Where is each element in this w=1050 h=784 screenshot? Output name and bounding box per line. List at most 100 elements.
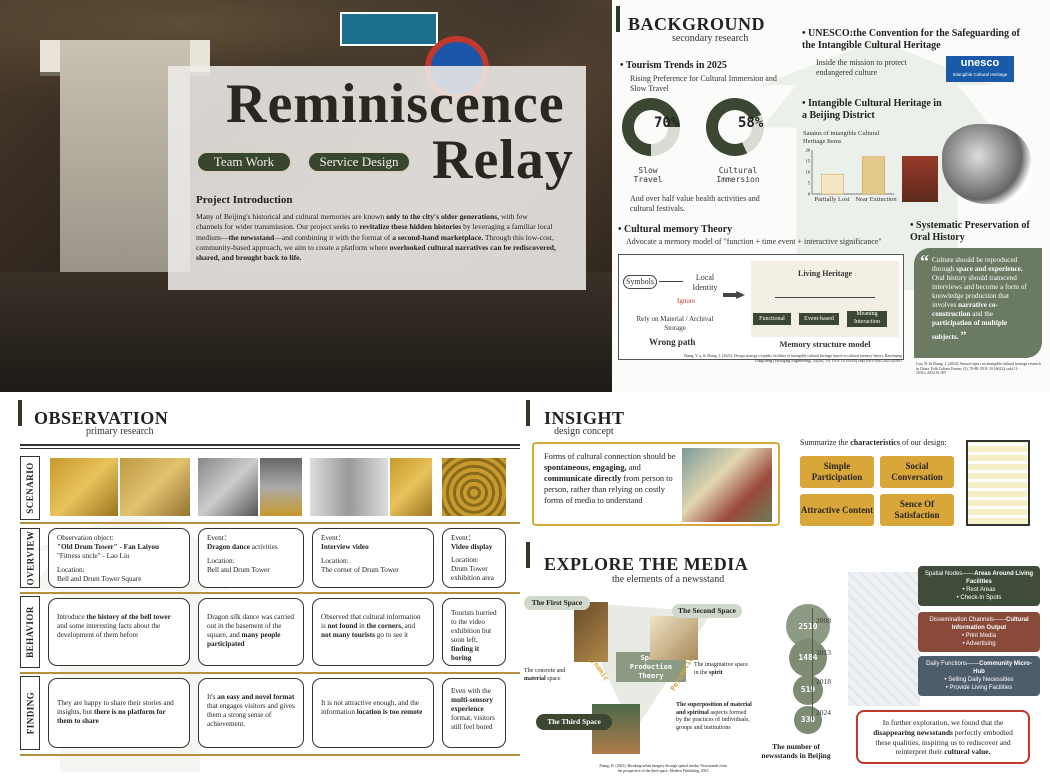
scenario-photo-4	[260, 458, 302, 516]
scenario-photo-7	[442, 458, 506, 516]
insight-photo	[682, 448, 772, 522]
map-image	[848, 572, 920, 706]
behavior-card-4: Tourists hurried to the video exhibition…	[442, 598, 506, 666]
func-spatial: Spatial Nodes——Areas Around Living Facil…	[918, 566, 1040, 607]
ich-x2: Near Extinction	[855, 196, 897, 203]
year-2008: 2008	[816, 616, 831, 625]
quote-close-icon: ”	[960, 328, 967, 342]
intro-heading: Project Introduction	[196, 194, 293, 206]
bubbles-caption: The number of newsstands in Beijing	[761, 742, 831, 761]
row-divider-1	[20, 522, 520, 524]
func-dissemination: Dissemination Channels——Cultural Informa…	[918, 612, 1040, 653]
row-finding: FINDING	[20, 676, 40, 750]
hero-section: Reminiscence Relay Team Work Service Des…	[0, 0, 612, 392]
row-divider-2	[20, 592, 520, 594]
char-simple: Simple Participation	[800, 456, 874, 488]
sticky-notes-photo	[966, 440, 1030, 526]
char-satisfaction: Sence Of Satisfaction	[880, 494, 954, 526]
conclusion-box: In further exploration, we found that th…	[856, 710, 1030, 764]
media-section: EXPLORE THE MEDIA the elements of a news…	[522, 532, 1050, 784]
background-title: BACKGROUND	[628, 14, 766, 34]
finding-card-1: They are happy to share their stories an…	[48, 678, 190, 748]
hero-title-line2: Relay	[432, 129, 574, 191]
wrong-rely: Rely on Material / Archival Storage	[636, 315, 714, 332]
year-2024: 2024	[816, 708, 831, 717]
oral-quote-box: “ Culture should be reproduced through s…	[914, 248, 1042, 358]
char-attractive: Attractive Content	[800, 494, 874, 526]
ich-bar-1	[820, 173, 845, 195]
overview-card-1: Observation object:"Old Drum Tower" - Fa…	[48, 528, 190, 588]
quote-cite: Guo, B. & Zhang, J. (2024). Annual repor…	[916, 362, 1041, 376]
third-space-desc: The superposition of material and spirit…	[676, 702, 752, 731]
pct-58-label: Cultural Immersion	[716, 166, 760, 184]
obs-rule	[20, 444, 520, 446]
mm-event: Event-based	[799, 313, 839, 325]
quote-open-icon: “	[920, 251, 929, 271]
obs-subtitle: primary research	[86, 426, 154, 437]
ich-ytick: 10	[806, 170, 811, 175]
scenario-photo-3	[198, 458, 258, 516]
hero-photo-sign	[340, 12, 438, 46]
background-section: BACKGROUND secondary research • Tourism …	[612, 0, 1050, 392]
row-behavior: BEHAVIOR	[20, 596, 40, 668]
behavior-card-1: Introduce the history of the bell tower …	[48, 598, 190, 666]
hero-title-line1: Reminiscence	[226, 73, 565, 135]
bubble-2013: 1484	[789, 639, 827, 677]
tourism-heading: • Tourism Trends in 2025	[620, 60, 727, 71]
ich-ytick: 20	[806, 148, 811, 153]
first-space-photo	[574, 602, 608, 662]
row-divider-3	[20, 672, 520, 674]
unesco-logo-text: unesco	[960, 57, 1000, 69]
ich-ytick: 5	[808, 181, 811, 186]
tower-photo	[902, 156, 938, 202]
memory-cite: Zhang, Y. q. & Zhang, J. (2023). Design …	[683, 354, 902, 363]
ring-70	[612, 85, 693, 169]
media-cite: Zhang, H. (2023). Breaking urban imagery…	[599, 764, 727, 773]
year-2013: 2013	[816, 648, 831, 657]
mm-caption: Memory structure model	[779, 339, 871, 349]
scenario-photo-2	[120, 458, 190, 516]
bubble-2018: 519	[793, 675, 823, 705]
first-space-desc: The concrete and material space	[524, 668, 566, 682]
living-heritage: Living Heritage	[798, 269, 852, 278]
pct-58: 58%	[738, 115, 764, 131]
insight-subtitle: design concept	[554, 426, 614, 437]
media-bar	[526, 542, 530, 568]
finding-card-4: Even with the multi-sensory experience f…	[442, 678, 506, 748]
bubble-2024: 330	[794, 706, 822, 734]
finding-card-2: It's an easy and novel format that engag…	[198, 678, 304, 748]
mm-functional: Functional	[753, 313, 791, 325]
ich-chart-title: Satatus of intangible Cultural Heritage …	[803, 130, 880, 146]
memory-model-box: Symbols Local Identity Ignore Rely on Ma…	[618, 254, 904, 360]
char-social: Social Conversation	[880, 456, 954, 488]
scenario-photo-5	[310, 458, 388, 516]
second-space-label: The Second Space	[672, 604, 742, 618]
characteristics-label: Summarize the characteristics of our des…	[800, 438, 947, 447]
tourism-sub: Rising Preference for Cultural Immersion…	[630, 74, 777, 93]
first-space-label: The First Space	[524, 596, 590, 610]
ich-ytick: 15	[806, 159, 811, 164]
row-scenario: SCENARIO	[20, 456, 40, 520]
section-bar	[616, 6, 620, 32]
obs-title: OBSERVATION	[34, 408, 169, 428]
pct-70-label: Slow Travel	[633, 166, 663, 184]
wrong-caption: Wrong path	[649, 337, 696, 347]
wrong-symbols: Symbols	[623, 275, 657, 289]
memory-heading: • Cultural memory Theory	[618, 224, 733, 235]
insight-bar	[526, 400, 530, 426]
behavior-card-2: Dragon silk dance was carried out in the…	[198, 598, 304, 666]
behavior-card-3: Observed that cultural information is no…	[312, 598, 434, 666]
insight-text: Forms of cultural connection should be s…	[544, 452, 676, 505]
insight-box	[532, 442, 780, 526]
wrong-arrow	[659, 281, 683, 282]
wrong-local: Local Identity	[692, 273, 718, 292]
scenario-photo-1	[50, 458, 118, 516]
obs-bar	[18, 400, 22, 426]
memory-sub: Advocate a memory model of "function + t…	[626, 237, 882, 246]
ich-x1: Partially Lost	[814, 196, 850, 203]
